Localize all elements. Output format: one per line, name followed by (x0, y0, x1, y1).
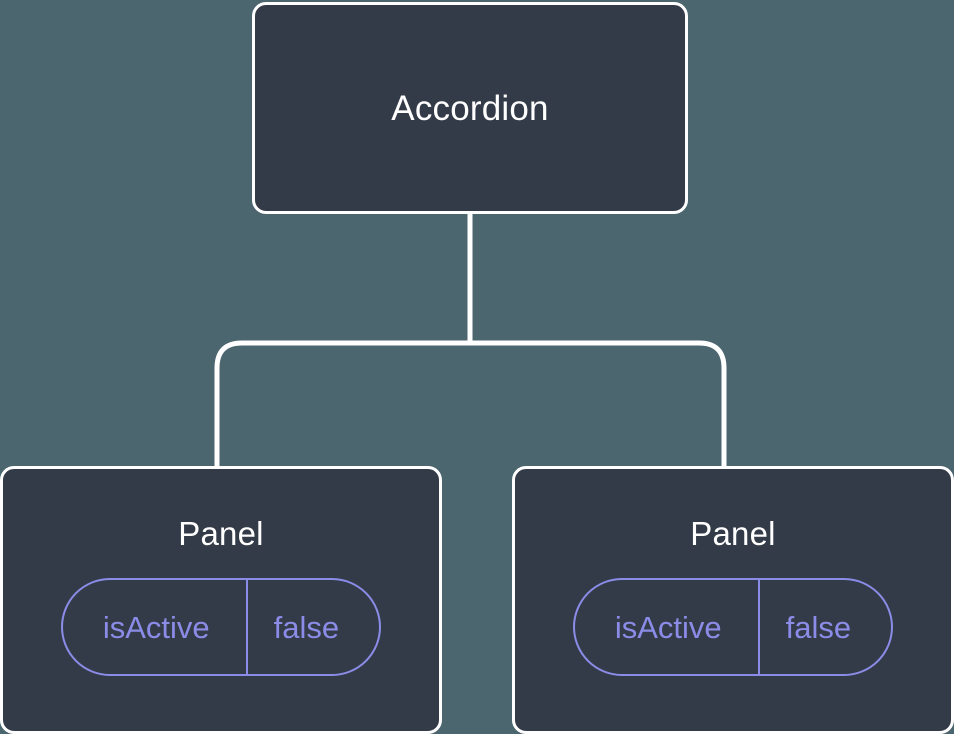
node-accordion-label: Accordion (391, 88, 549, 128)
node-panel-1[interactable]: Panel isActive false (0, 466, 442, 734)
node-panel-1-label: Panel (178, 515, 264, 552)
connector-child-bus (214, 340, 727, 468)
node-panel-2[interactable]: Panel isActive false (512, 466, 954, 734)
node-panel-2-label: Panel (690, 515, 776, 552)
state-badge-panel-2-value: false (757, 580, 891, 674)
state-badge-panel-2-key: isActive (614, 609, 722, 645)
node-accordion[interactable]: Accordion (252, 2, 688, 214)
state-badge-panel-1[interactable]: isActive false (60, 578, 382, 676)
state-badge-panel-1-value: false (245, 580, 379, 674)
state-badge-panel-1-key: isActive (102, 609, 210, 645)
state-badge-panel-2[interactable]: isActive false (572, 578, 894, 676)
